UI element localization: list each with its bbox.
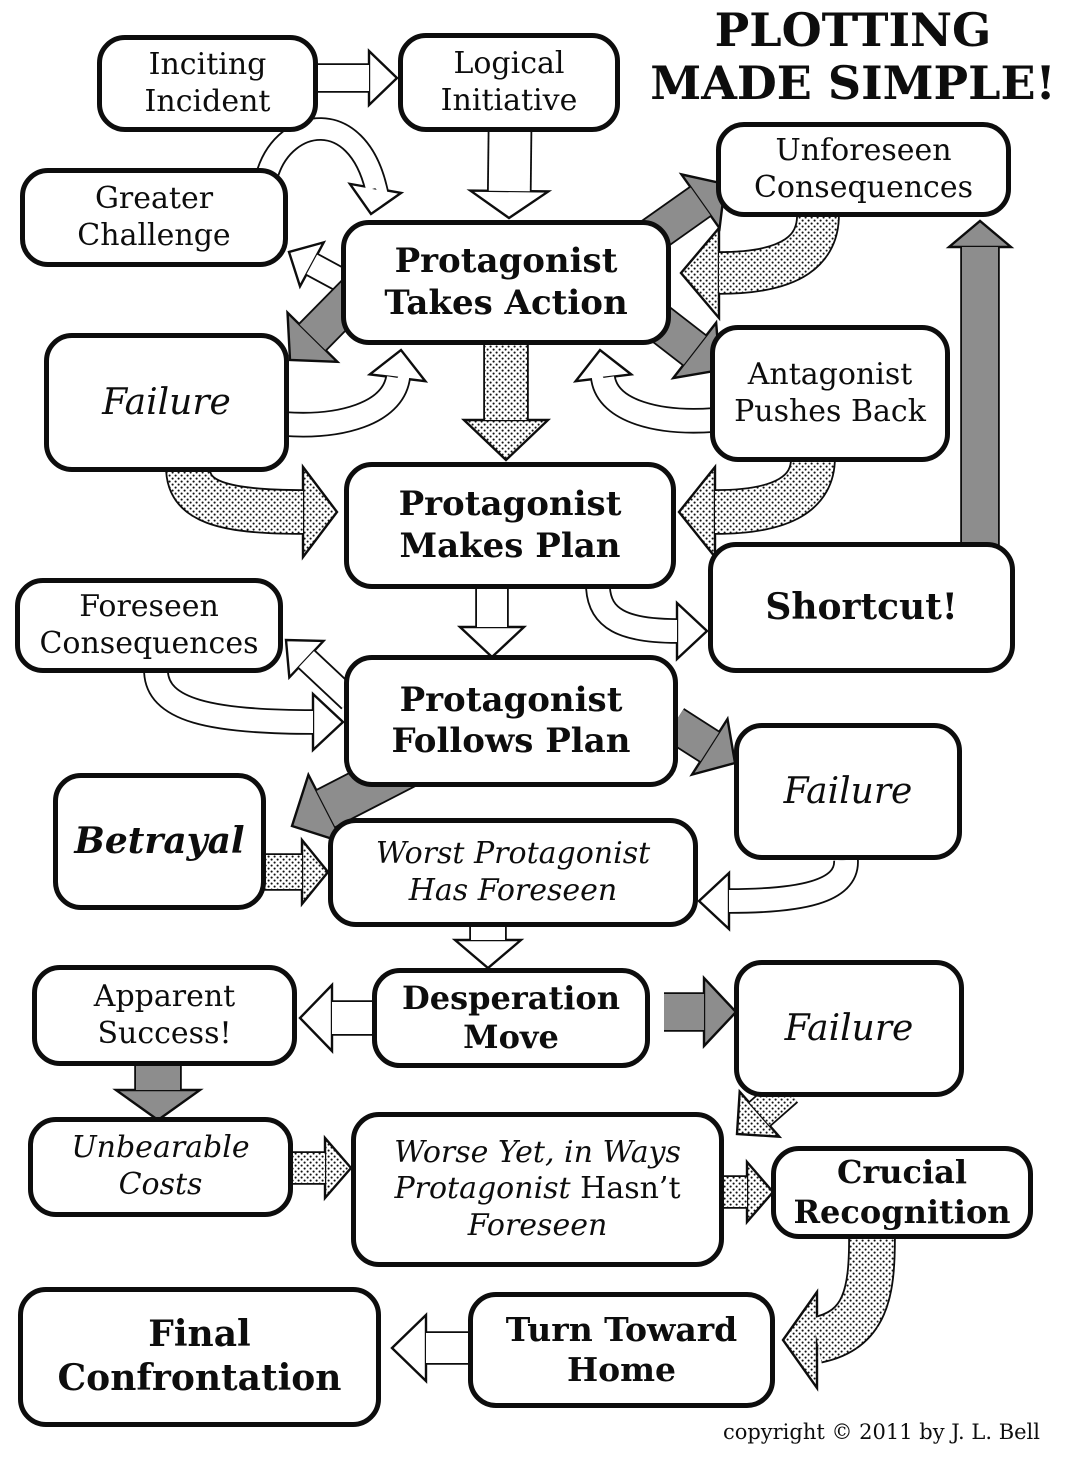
arrow-antagonist-to-makes_plan (677, 456, 836, 561)
node-label: Protagonist Takes Action (384, 241, 628, 323)
arrow-logical-to-takes_action (466, 129, 553, 220)
node-logical-initiative: Logical Initiative (398, 33, 620, 132)
node-failure-3: Failure (734, 960, 964, 1097)
node-label: Greater Challenge (77, 180, 231, 253)
arrow-takes_action-to-makes_plan (461, 342, 551, 462)
arrow-betrayal-to-worst (262, 836, 330, 908)
arrow-worst-to-desperation (451, 924, 525, 970)
node-label: Crucial Recognition (793, 1153, 1011, 1231)
arrow-desperation-to-failure3 (664, 974, 738, 1050)
node-label: Final Confrontation (57, 1313, 342, 1399)
node-crucial-recognition: Crucial Recognition (771, 1146, 1033, 1239)
arrow-antagonist-to-takes_action (572, 348, 715, 434)
arrow-foreseen-to-follows_plan (143, 670, 345, 753)
node-inciting-incident: Inciting Incident (97, 35, 318, 132)
node-unforeseen-consequences: Unforeseen Consequences (716, 122, 1011, 217)
arrow-failure1-to-makes_plan (165, 463, 339, 561)
node-label: Unforeseen Consequences (753, 132, 974, 205)
node-failure-2: Failure (734, 723, 962, 860)
worse-yet-part3: Foreseen (467, 1207, 608, 1243)
node-antagonist-pushes-back: Antagonist Pushes Back (710, 325, 950, 462)
node-desperation-move: Desperation Move (372, 968, 650, 1068)
arrow-shortcut-to-unforeseen (945, 219, 1015, 556)
arrow-unforeseen-to-takes_action (679, 213, 840, 322)
node-turn-toward-home: Turn Toward Home (468, 1292, 775, 1408)
worse-yet-part1: Worse Yet, in Ways Protagonist (394, 1134, 681, 1207)
node-label: Shortcut! (765, 585, 958, 628)
arrow-worse_yet-to-crucial (720, 1158, 775, 1226)
node-label: Protagonist Makes Plan (398, 484, 622, 566)
node-label: Betrayal (74, 819, 245, 862)
node-label: Failure (102, 381, 231, 423)
node-apparent-success: Apparent Success! (32, 965, 297, 1066)
page-title: PLOTTING MADE SIMPLE! (650, 3, 1056, 110)
node-label: Failure (783, 770, 913, 812)
copyright-text: copyright © 2011 by J. L. Bell (722, 1420, 1040, 1444)
worse-yet-part2: Hasn’t (580, 1171, 681, 1207)
node-failure-1: Failure (44, 333, 289, 472)
arrow-inciting-to-logical (315, 48, 399, 108)
node-betrayal: Betrayal (53, 773, 266, 910)
node-final-confrontation: Final Confrontation (18, 1287, 381, 1427)
node-label: Logical Initiative (440, 45, 578, 118)
arrow-follows_plan-to-failure2 (663, 708, 737, 777)
arrow-follows_plan-to-foreseen (284, 638, 359, 710)
arrow-unbearable-to-worse_yet (293, 1134, 353, 1202)
node-label: Unbearable Costs (71, 1130, 250, 1202)
node-protagonist-takes-action: Protagonist Takes Action (341, 220, 671, 345)
node-label: Antagonist Pushes Back (734, 356, 926, 429)
node-worse-yet: Worse Yet, in Ways Protagonist Hasn’t Fo… (351, 1112, 724, 1267)
node-label: Desperation Move (402, 978, 620, 1056)
arrow-failure2-to-worst (697, 859, 859, 932)
arrow-makes_plan-to-follows_plan (456, 586, 528, 659)
arrow-failure1-to-takes_action (283, 348, 429, 438)
node-unbearable-costs: Unbearable Costs (28, 1117, 293, 1217)
node-label: Protagonist Follows Plan (391, 679, 631, 761)
arrow-failure3-to-worse_yet (735, 1077, 799, 1139)
arrow-greater-to-takes_action (256, 117, 405, 216)
node-label: Worse Yet, in Ways Protagonist Hasn’t Fo… (366, 1135, 709, 1245)
node-shortcut: Shortcut! (708, 542, 1015, 673)
node-greater-challenge: Greater Challenge (20, 168, 288, 267)
node-foreseen-consequences: Foreseen Consequences (15, 578, 283, 673)
node-protagonist-makes-plan: Protagonist Makes Plan (344, 462, 676, 589)
node-label: Foreseen Consequences (39, 588, 259, 661)
node-protagonist-follows-plan: Protagonist Follows Plan (344, 655, 678, 787)
arrow-apparent-to-unbearable (112, 1062, 204, 1122)
arrow-crucial-to-turn (781, 1237, 896, 1392)
node-worst-protagonist-has-foreseen: Worst Protagonist Has Foreseen (328, 818, 698, 927)
node-label: Turn Toward Home (505, 1309, 738, 1389)
node-label: Worst Protagonist Has Foreseen (375, 835, 651, 908)
node-label: Inciting Incident (144, 46, 271, 119)
node-label: Apparent Success! (93, 978, 236, 1051)
arrow-makes_plan-to-shortcut (585, 586, 709, 662)
arrow-desperation-to-apparent (298, 982, 375, 1054)
node-label: Failure (784, 1007, 914, 1049)
